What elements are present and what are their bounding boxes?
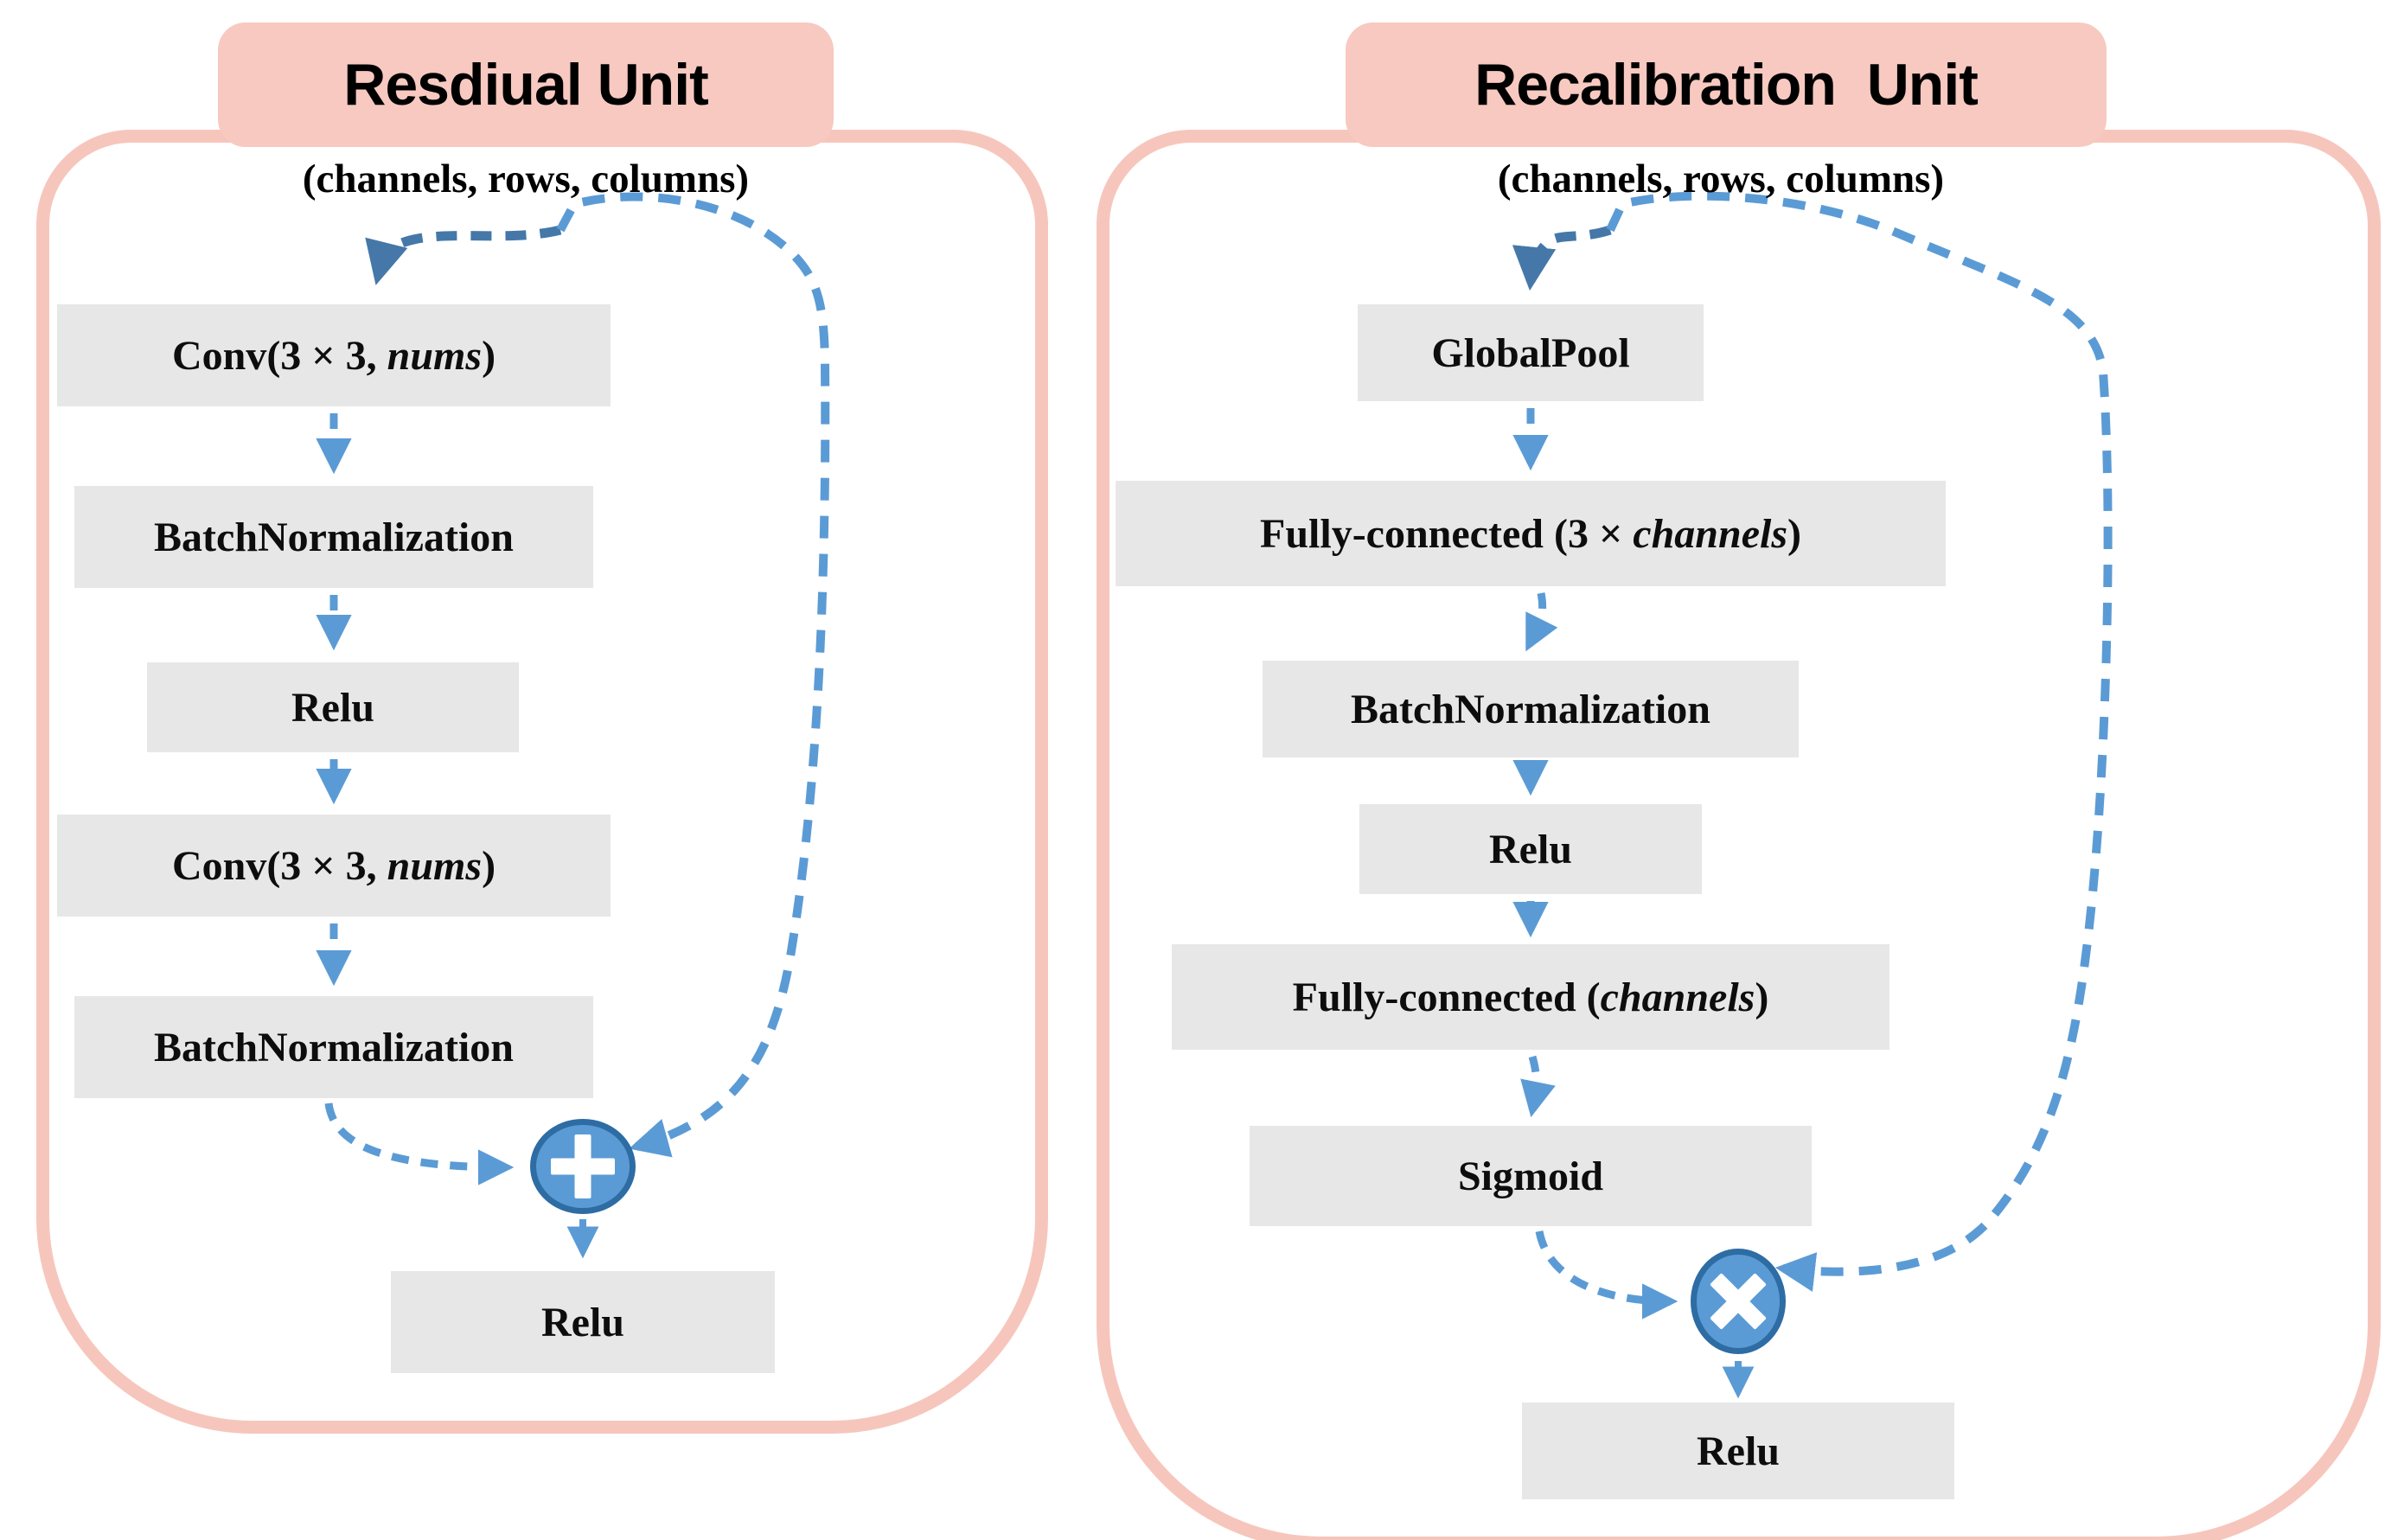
recalibration-skip-connection-arrow xyxy=(1606,191,2113,1292)
node-batchnorm2: BatchNormalization xyxy=(74,996,593,1098)
residual-skip-connection-arrow xyxy=(556,192,830,1158)
node-relu-output-right: Relu xyxy=(1522,1403,1954,1499)
node-fully-connected-3x: Fully-connected (3 × channels) xyxy=(1116,481,1946,586)
node-relu1: Relu xyxy=(147,662,519,752)
recalibration-unit-title: Recalibration Unit xyxy=(1474,52,1979,118)
recalibration-input-branch-arrow xyxy=(1512,225,1612,291)
recalibration-unit-title-banner: Recalibration Unit xyxy=(1346,22,2107,147)
sigmoid-to-multiply-arrow xyxy=(1535,1230,1678,1320)
residual-input-branch-arrow xyxy=(365,225,562,285)
node-sigmoid: Sigmoid xyxy=(1250,1126,1812,1226)
node-fully-connected-channels: Fully-connected (channels) xyxy=(1172,944,1889,1050)
node-batchnorm-right: BatchNormalization xyxy=(1263,661,1799,757)
fcc-to-sigmoid-arrow xyxy=(1520,1055,1556,1118)
residual-input-shape-label: (channels, rows, columns) xyxy=(302,157,750,201)
residual-unit-title: Resdiual Unit xyxy=(343,52,708,118)
node-relu-output-left: Relu xyxy=(391,1271,775,1373)
multiply-operator-icon xyxy=(1691,1249,1786,1354)
node-conv2: Conv(3 × 3, nums) xyxy=(57,815,611,917)
node-conv1: Conv(3 × 3, nums) xyxy=(57,304,611,406)
add-operator-icon xyxy=(530,1119,636,1214)
residual-unit-title-banner: Resdiual Unit xyxy=(218,22,834,147)
recalibration-input-shape-label: (channels, rows, columns) xyxy=(1497,157,1945,201)
node-globalpool: GlobalPool xyxy=(1358,304,1704,401)
fc3-to-batchnorm-arrow xyxy=(1525,592,1558,652)
node-batchnorm1: BatchNormalization xyxy=(74,486,593,588)
node-relu-right: Relu xyxy=(1359,804,1702,894)
batchnorm2-to-add-arrow xyxy=(324,1102,515,1185)
